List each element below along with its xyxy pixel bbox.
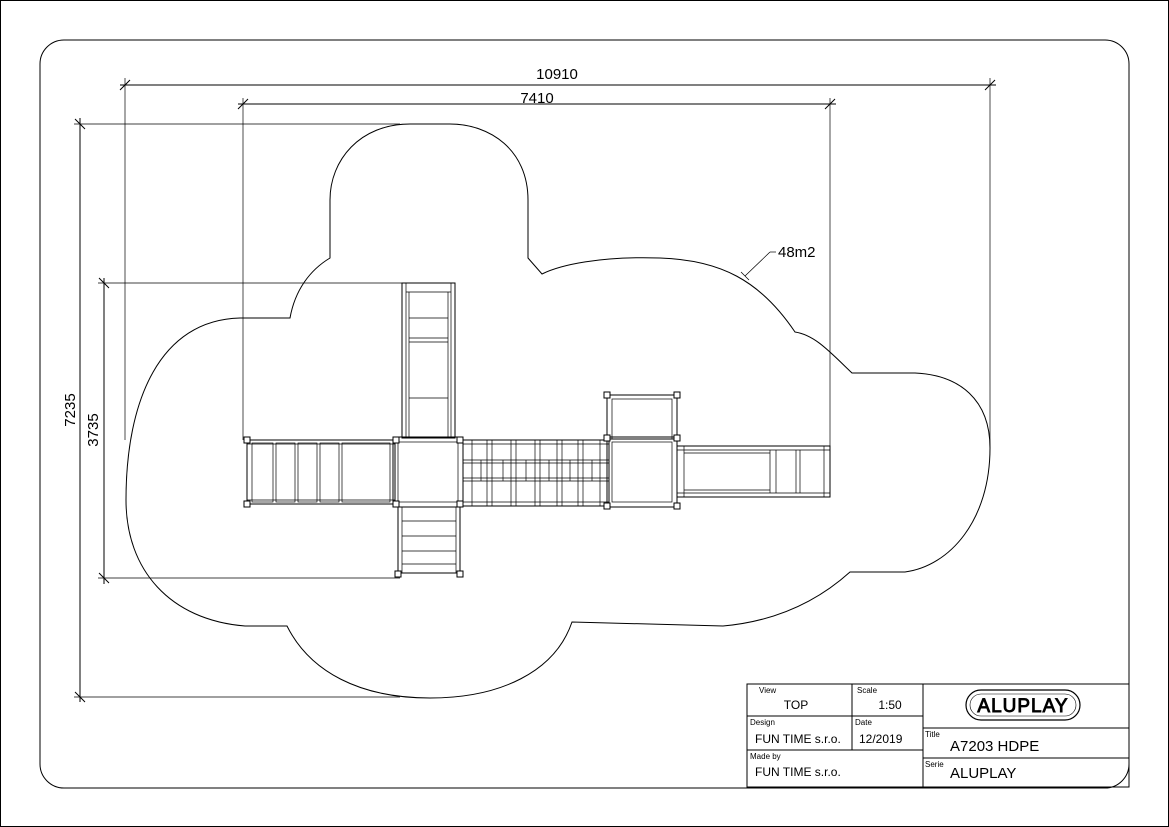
date-label: Date (855, 718, 872, 727)
left-climber (243, 436, 396, 508)
dimension-structure-width: 7410 (237, 90, 836, 446)
serie-value: ALUPLAY (950, 765, 1016, 782)
left-tower (392, 436, 464, 508)
design-label: Design (750, 718, 775, 727)
dimension-overall-width: 10910 (119, 66, 996, 448)
right-slide (676, 445, 831, 498)
view-value: TOP (784, 698, 808, 712)
madeby-label: Made by (750, 752, 781, 761)
area-leader-tick (740, 271, 750, 281)
play-structure (243, 282, 831, 578)
title-label: Title (925, 730, 940, 739)
right-tower-roof (603, 391, 681, 440)
dimension-overall-depth: 7235 (62, 118, 400, 703)
safety-zone-outline (125, 123, 991, 699)
scale-value: 1:50 (878, 698, 902, 712)
top-slide (401, 282, 456, 439)
dimension-structure-depth: 3735 (85, 277, 405, 584)
area-label: 48m2 (778, 244, 816, 261)
right-tower (603, 434, 681, 510)
title-value: A7203 HDPE (950, 738, 1039, 755)
date-value: 12/2019 (859, 732, 903, 746)
bottom-stairs (394, 506, 464, 578)
dimension-overall-depth-text: 7235 (62, 393, 79, 426)
area-leader-line (744, 251, 771, 277)
aluplay-logo: ALUPLAY (965, 689, 1081, 721)
view-label: View (759, 686, 776, 695)
dimension-structure-depth-text: 3735 (85, 413, 102, 446)
logo-text: ALUPLAY (977, 696, 1068, 717)
scale-label: Scale (857, 686, 878, 695)
dimension-structure-width-text: 7410 (520, 90, 553, 107)
design-value: FUN TIME s.r.o. (755, 732, 841, 746)
dimension-overall-width-text: 10910 (536, 66, 578, 83)
title-block: View TOP Scale 1:50 Design FUN TIME s.r.… (746, 683, 1130, 788)
madeby-value: FUN TIME s.r.o. (755, 765, 841, 779)
drawing-frame (39, 39, 1130, 789)
serie-label: Serie (925, 760, 944, 769)
bridge (462, 439, 610, 507)
